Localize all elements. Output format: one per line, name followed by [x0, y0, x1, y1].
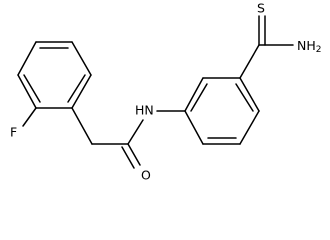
oxygen-atom-label: O: [141, 168, 151, 183]
thioamide-group: S NH2: [239, 1, 321, 79]
fluorine-atom-label: F: [10, 125, 17, 140]
right-benzene-ring: [184, 77, 260, 145]
right-ring-double-bond-2: [235, 83, 254, 112]
amine-label: NH2: [297, 38, 321, 55]
left-ring-double-bond-2: [67, 74, 86, 103]
bond-ring-ch2: [71, 107, 93, 145]
bond-carbonyl-oxygen-1: [127, 143, 141, 166]
left-benzene-ring: [17, 41, 92, 109]
bond-left-ring-6: [17, 41, 37, 76]
fluoro-substituent: F: [10, 107, 37, 140]
amide-linker: O HN: [71, 103, 186, 183]
bond-carbon-fluorine: [22, 107, 37, 127]
bond-left-ring-5: [17, 74, 37, 109]
molecule-diagram: F O HN: [10, 1, 321, 183]
bond-right-ring-6: [184, 110, 204, 145]
bond-right-ring-4: [239, 110, 260, 145]
bond-right-ring-1: [184, 77, 204, 112]
left-ring-double-bond-3: [23, 74, 41, 103]
chemical-structure-canvas: F O HN: [10, 0, 322, 183]
bond-left-ring-2: [71, 41, 92, 76]
amine-main-label: NH: [297, 38, 316, 53]
bond-ring-thioamide-carbon: [239, 44, 260, 79]
bond-right-ring-3: [239, 77, 260, 112]
bond-left-ring-3: [71, 74, 92, 109]
right-ring-double-bond-1: [190, 83, 208, 112]
sulfur-atom-label: S: [257, 1, 265, 16]
amide-nh-label: HN: [135, 103, 154, 118]
amine-subscript-label: 2: [316, 45, 322, 55]
bond-carbonyl-oxygen-2: [121, 146, 135, 169]
bond-carbonyl-nitrogen: [127, 119, 144, 145]
